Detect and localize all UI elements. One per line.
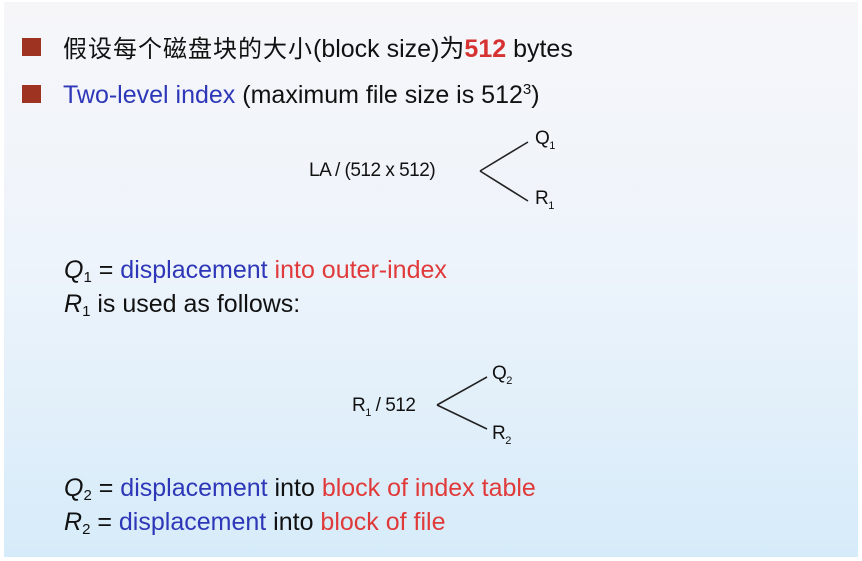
q2-var: Q2 — [64, 474, 92, 504]
bullet-text: Two-level index (maximum file size is 51… — [63, 80, 540, 110]
divisor: / 512 — [370, 395, 416, 416]
r1-var: R1 — [64, 290, 91, 320]
r-subscript: 2 — [505, 435, 511, 447]
closing-paren: ) — [531, 81, 540, 109]
block-size-text: (block size)为 — [313, 35, 465, 63]
two-level-index-term: Two-level index — [63, 81, 236, 109]
r-subscript: 1 — [365, 407, 371, 419]
outer-index-term: into outer-index — [267, 256, 447, 284]
r-subscript: 1 — [548, 200, 554, 212]
r-label: R — [352, 395, 366, 416]
square-bullet-icon — [22, 85, 41, 103]
exponent: 3 — [522, 81, 532, 98]
displacement-term: displacement — [118, 508, 267, 536]
q1-var: Q1 — [64, 256, 92, 286]
r1-definition: R1 is used as follows: — [64, 289, 300, 319]
var-letter: Q — [64, 256, 84, 284]
q-label: Q — [535, 128, 550, 149]
into-text: into — [266, 508, 321, 536]
index-table-block-term: block of index table — [321, 474, 536, 502]
var-letter: R — [64, 508, 83, 536]
diagram1-bottom-label: R1 — [535, 188, 554, 212]
file-block-term: block of file — [320, 508, 446, 536]
cjk-text: 假设每个磁盘块的大小 — [63, 35, 313, 63]
r1-usage-text: is used as follows: — [90, 290, 301, 318]
branch-split-icon — [436, 376, 488, 430]
diagram1-top-label: Q1 — [535, 128, 555, 152]
bytes-unit: bytes — [506, 35, 573, 63]
r-label: R — [535, 188, 549, 209]
q1-definition: Q1 = displacement into outer-index — [64, 255, 447, 285]
var-letter: Q — [64, 474, 84, 502]
var-subscript: 2 — [83, 487, 92, 504]
branch-split-icon — [479, 141, 529, 202]
r2-definition: R2 = displacement into block of file — [64, 507, 445, 537]
q-label: Q — [492, 363, 507, 384]
var-subscript: 1 — [82, 303, 91, 320]
bullet-text: 假设每个磁盘块的大小(block size)为512 bytes — [63, 34, 573, 64]
equals: = — [91, 474, 121, 502]
square-bullet-icon — [22, 38, 41, 56]
q-subscript: 2 — [506, 375, 512, 387]
equals: = — [91, 256, 121, 284]
var-subscript: 1 — [83, 269, 92, 286]
max-file-size-text: (maximum file size is 512 — [235, 81, 523, 109]
r2-var: R2 — [64, 508, 91, 538]
q2-definition: Q2 = displacement into block of index ta… — [64, 473, 536, 503]
into-text: into — [267, 474, 322, 502]
diagram1-expression: LA / (512 x 512) — [309, 160, 436, 181]
displacement-term: displacement — [120, 474, 268, 502]
slide: 假设每个磁盘块的大小(block size)为512 bytes Two-lev… — [4, 2, 858, 557]
diagram2-top-label: Q2 — [492, 363, 512, 387]
block-size-value: 512 — [464, 35, 507, 63]
r-label: R — [492, 423, 506, 444]
diagram2-bottom-label: R2 — [492, 423, 511, 447]
var-letter: R — [64, 290, 83, 318]
displacement-term: displacement — [120, 256, 268, 284]
var-subscript: 2 — [82, 521, 91, 538]
equals: = — [90, 508, 119, 536]
diagram2-expression: R1 / 512 — [352, 395, 416, 419]
q-subscript: 1 — [549, 140, 555, 152]
